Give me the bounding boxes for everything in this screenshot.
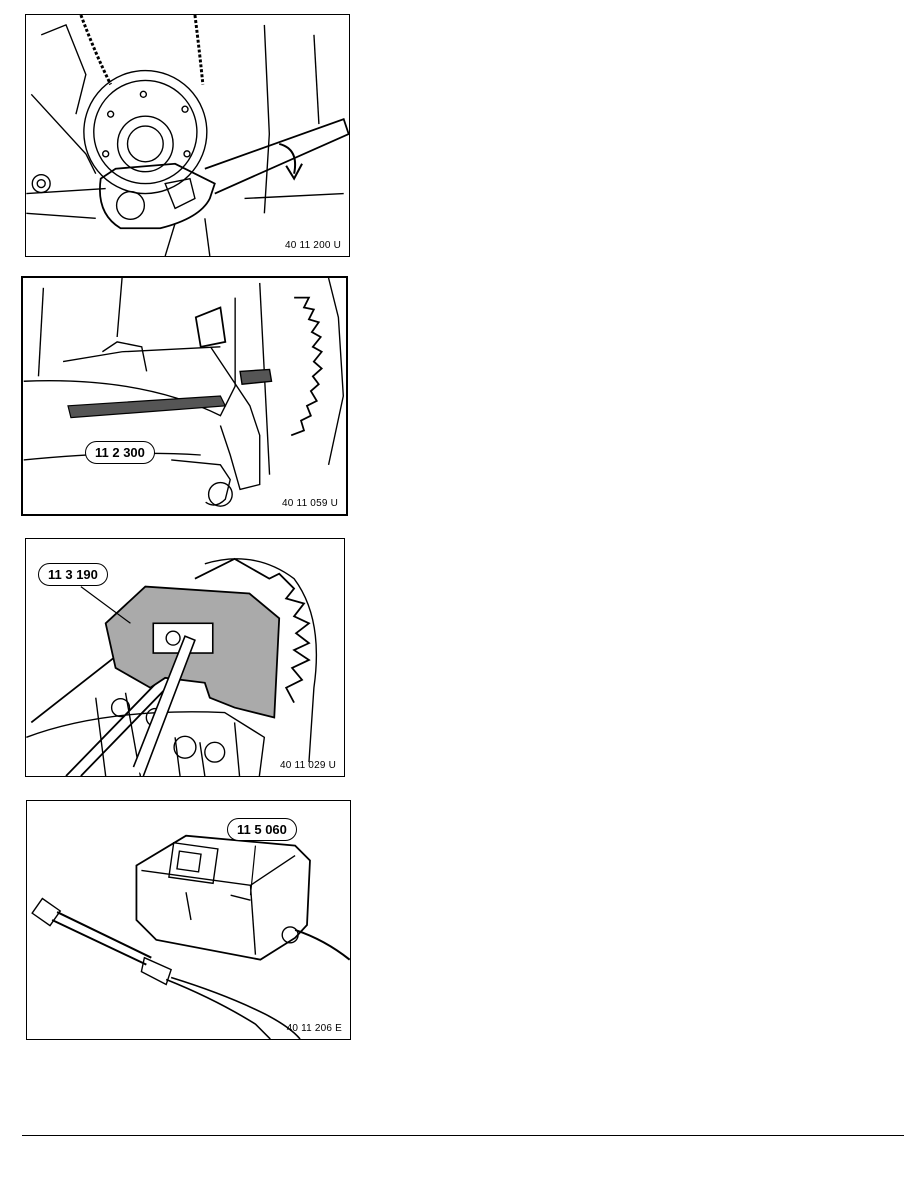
footer-divider bbox=[22, 1135, 904, 1136]
tool-callout: 11 2 300 bbox=[85, 441, 155, 464]
figure-code: 40 11 059 U bbox=[282, 498, 338, 509]
figure-code: 40 11 029 U bbox=[280, 760, 336, 771]
tool-callout: 11 5 060 bbox=[227, 818, 297, 841]
figure-code: 40 11 206 E bbox=[286, 1023, 342, 1034]
figure-flywheel-lock: 11 2 300 40 11 059 U bbox=[21, 276, 348, 516]
illustration-measuring-device bbox=[31, 834, 350, 1039]
illustration-crankshaft-wrench bbox=[26, 15, 349, 256]
figure-camshaft-lock: 11 3 190 40 11 029 U bbox=[25, 538, 345, 777]
figure-code: 40 11 200 U bbox=[285, 240, 341, 251]
illustration-camshaft-lock bbox=[26, 557, 318, 776]
figure-crankshaft-wrench: 40 11 200 U bbox=[25, 14, 350, 257]
figure-measuring-device: 11 5 060 40 11 206 E bbox=[26, 800, 351, 1040]
illustration-flywheel-lock bbox=[23, 278, 345, 507]
tool-callout: 11 3 190 bbox=[38, 563, 108, 586]
